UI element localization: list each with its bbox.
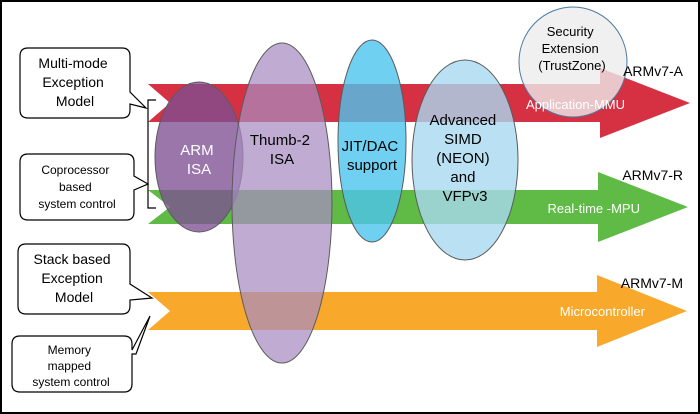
svg-text:Memory mapped syst: Memory mapped system control <box>32 343 109 389</box>
callout-multi-mode-line3: Model <box>56 93 94 109</box>
arrow-armv7-a-label: Application-MMU <box>526 97 625 112</box>
callout-coprocessor-line3: system control <box>38 197 115 211</box>
armv7-r-profile-label: ARMv7-R <box>622 167 683 183</box>
arm-isa-label: ARM ISA <box>180 142 218 178</box>
simd-ellipse <box>411 59 519 261</box>
callout-coprocessor-shape <box>19 153 150 221</box>
trustzone-label-line1: Security <box>547 24 594 39</box>
arm-isa-label-line1: ARM <box>180 142 213 159</box>
callout-multi-mode-line2: Exception <box>42 74 103 90</box>
callout-multi-mode-line1: Multi-mode <box>38 55 107 71</box>
callout-bracket <box>147 99 156 209</box>
arrow-armv7-r-label: Real-time -MPU <box>548 201 640 216</box>
callout-stack-based-line3: Model <box>55 289 93 305</box>
callout-coprocessor: Coprocessor based system control <box>19 153 150 221</box>
simd-label-line3: (NEON) <box>436 150 489 167</box>
callout-stack-based-line2: Exception <box>41 270 102 286</box>
svg-text:Coprocessor based: Coprocessor based system control <box>38 163 115 211</box>
trustzone-label: Security Extension (TrustZone) <box>538 24 605 73</box>
trustzone-label-line2: Extension <box>542 41 599 56</box>
simd-label: Advanced SIMD (NEON) and VFPv3 <box>430 112 501 205</box>
callout-coprocessor-line2: based <box>59 180 92 194</box>
callout-stack-based: Stack based Exception Model <box>17 243 154 315</box>
jit-dac-label-line1: JIT/DAC <box>342 138 399 155</box>
simd-label-line1: Advanced <box>430 112 497 129</box>
callout-multi-mode: Multi-mode Exception Model <box>19 47 148 119</box>
callout-memory-mapped-line3: system control <box>32 375 109 389</box>
jit-dac-label-line2: support <box>347 157 398 174</box>
thumb2-isa-label-line2: ISA <box>270 151 294 168</box>
arm-isa-label-line2: ISA <box>187 161 211 178</box>
jit-dac-ellipse <box>337 39 407 243</box>
thumb2-isa-label: Thumb-2 ISA <box>250 132 314 168</box>
armv7-m-profile-label: ARMv7-M <box>621 275 683 291</box>
simd-label-line5: VFPv3 <box>442 188 487 205</box>
callout-memory-mapped-shape <box>11 315 151 393</box>
callout-memory-mapped: Memory mapped system control <box>11 315 151 393</box>
trustzone-ellipse <box>518 6 628 118</box>
callout-coprocessor-line1: Coprocessor <box>41 163 109 177</box>
armv7-a-profile-label: ARMv7-A <box>623 63 684 79</box>
callout-memory-mapped-line1: Memory <box>48 343 91 357</box>
thumb2-isa-ellipse <box>231 42 333 364</box>
thumb2-isa-label-line1: Thumb-2 <box>250 132 310 149</box>
trustzone-label-line3: (TrustZone) <box>538 58 605 73</box>
callout-memory-mapped-line2: mapped <box>48 359 91 373</box>
callout-multi-mode-shape <box>19 47 148 119</box>
simd-label-line2: SIMD <box>444 131 482 148</box>
arrow-armv7-m-label: Microcontroller <box>560 304 646 319</box>
simd-label-line4: and <box>450 169 475 186</box>
callout-stack-based-shape <box>17 243 154 315</box>
callout-stack-based-line1: Stack based <box>34 251 111 267</box>
svg-text:Stack based Exception: Stack based Exception Model <box>34 251 115 305</box>
jit-dac-label: JIT/DAC support <box>342 138 403 174</box>
svg-text:Multi-mode Exception: Multi-mode Exception Model <box>38 55 111 109</box>
